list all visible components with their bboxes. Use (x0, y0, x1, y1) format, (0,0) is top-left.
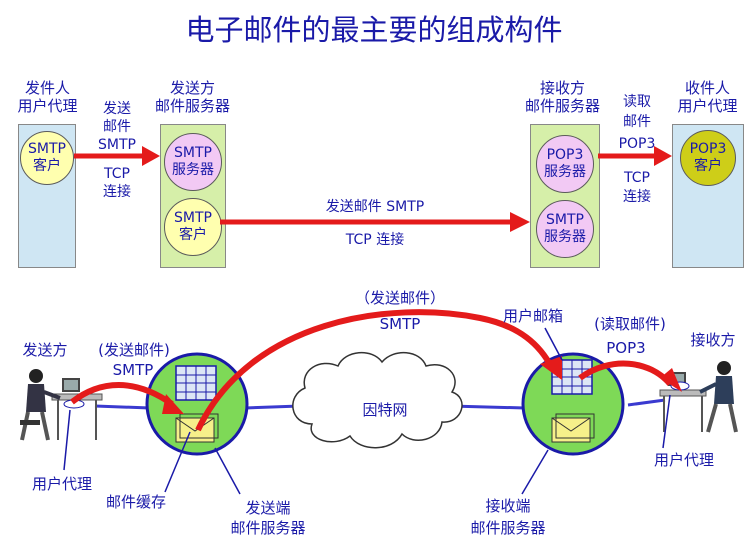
sender-agent-label-1: 发件人 (24, 79, 70, 97)
bottom-mailbox-label: 用户邮箱 (502, 307, 563, 325)
bottom-user-agent-right: 用户代理 (653, 451, 714, 469)
bubble-text-1: SMTP (174, 210, 212, 227)
arrow-middle-label-below: TCP 连接 (345, 232, 405, 248)
bubble-text-2: 服务器 (172, 162, 214, 178)
bubble-text-1: POP3 (689, 141, 727, 158)
top-arrow-smtp-send (74, 146, 160, 166)
bottom-recv-server-2: 邮件服务器 (470, 519, 546, 537)
bottom-read-proto: POP3 (606, 339, 646, 357)
arrow-right-label-2: 邮件 (623, 114, 651, 130)
bottom-send-server-1: 发送端 (245, 499, 291, 517)
recv-server-label-1: 接收方 (539, 79, 585, 97)
page-title: 电子邮件的最主要的组成构件 (185, 13, 563, 47)
internet-label: 因特网 (362, 401, 408, 419)
recipient-agent-label-1: 收件人 (684, 79, 730, 97)
send-server-label-1: 发送方 (169, 79, 215, 97)
label-pointers (63, 327, 671, 495)
bottom-read-action: (读取邮件) (594, 315, 666, 333)
bubble-text-2: 客户 (179, 227, 207, 243)
sender-person-icon (20, 369, 103, 441)
bottom-send-proto: SMTP (112, 361, 154, 379)
arrow-right-label-3: POP3 (618, 136, 656, 152)
arrow-right-label-1: 读取 (623, 94, 651, 110)
bubble-text-1: SMTP (546, 212, 584, 229)
bubble-text-1: POP3 (546, 147, 584, 164)
bubble-text-1: SMTP (174, 145, 212, 162)
recipient-agent-label-2: 用户代理 (677, 97, 738, 115)
arrow-middle-label-above: 发送邮件 SMTP (325, 199, 425, 215)
arrow-left-label-2: 邮件 (103, 119, 131, 135)
bottom-mail-cache: 邮件缓存 (105, 493, 166, 511)
arrow-left-label-4: TCP (104, 166, 130, 182)
bubble-text-2: 服务器 (544, 229, 586, 245)
bottom-arrow-send (70, 382, 184, 414)
top-arrow-pop3-read (598, 146, 672, 166)
internet-cloud (292, 352, 463, 449)
bubble-text-2: 客户 (694, 158, 722, 174)
bottom-arrow-relay (195, 309, 562, 432)
bottom-send-server-2: 邮件服务器 (230, 519, 306, 537)
bubble-text-2: 客户 (33, 158, 61, 174)
bottom-middle-proto: SMTP (379, 315, 421, 333)
bottom-recv-server-1: 接收端 (485, 497, 531, 515)
bottom-sender-label: 发送方 (22, 341, 68, 359)
arrow-left-label-5: 连接 (103, 184, 131, 200)
sender-agent-label-2: 用户代理 (17, 97, 78, 115)
send-server-label-2: 邮件服务器 (154, 97, 230, 115)
arrow-left-label-3: SMTP (98, 137, 136, 153)
bubble-text-2: 服务器 (544, 164, 586, 180)
arrow-right-label-5: 连接 (623, 189, 651, 205)
bottom-send-action: (发送邮件) (98, 341, 170, 359)
recv-server-node (521, 352, 625, 456)
arrow-right-label-4: TCP (624, 170, 650, 186)
send-server-node (145, 352, 249, 456)
recv-server-label-2: 邮件服务器 (524, 97, 600, 115)
bottom-arrow-read (578, 360, 682, 392)
arrow-left-label-1: 发送 (103, 101, 131, 117)
bottom-receiver-label: 接收方 (690, 331, 736, 349)
bubble-text-1: SMTP (28, 141, 66, 158)
bottom-middle-action: （发送邮件） (354, 289, 445, 307)
bottom-user-agent-left: 用户代理 (31, 475, 92, 493)
top-arrow-smtp-relay (220, 212, 530, 232)
